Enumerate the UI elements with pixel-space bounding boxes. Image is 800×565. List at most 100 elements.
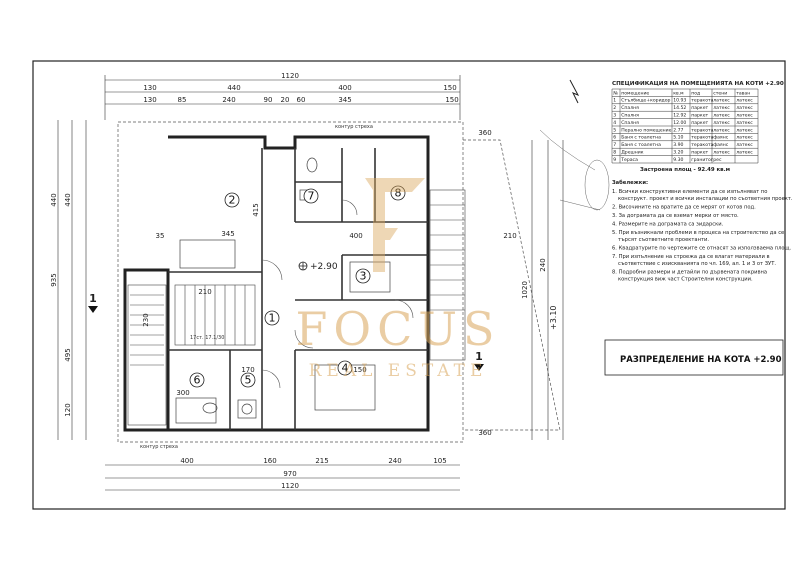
annotation-scribbles bbox=[539, 129, 610, 211]
watermark-text: FOCUS bbox=[295, 302, 500, 356]
spec-table-cell: латекс bbox=[736, 99, 753, 104]
spec-table-cell: 4 bbox=[613, 120, 616, 126]
spec-table-cell: гранитогрес bbox=[691, 158, 722, 163]
staircase bbox=[127, 284, 256, 426]
notes-heading: Забележки: bbox=[612, 179, 648, 186]
dim-right-4: 240 bbox=[539, 258, 547, 271]
spec-table-cell: 3.20 bbox=[673, 150, 683, 156]
svg-text:20: 20 bbox=[281, 96, 290, 104]
spec-table-cell: 3.90 bbox=[673, 142, 683, 148]
bed-furniture bbox=[179, 239, 391, 411]
spec-table-cell: латекс bbox=[713, 99, 730, 104]
door-swings bbox=[261, 199, 414, 389]
spec-table-cell: латекс bbox=[736, 136, 753, 141]
spec-table-cell: 1 bbox=[613, 98, 616, 104]
spec-table-caption: СПЕЦИФИКАЦИЯ НА ПОМЕЩЕНИЯТА НА КОТИ +2.9… bbox=[612, 81, 784, 87]
svg-text:170: 170 bbox=[241, 366, 254, 374]
dim-top-row2: 130 85 240 90 20 60 345 150 bbox=[143, 96, 458, 104]
svg-text:415: 415 bbox=[252, 203, 260, 216]
spec-table-cell: латекс bbox=[713, 128, 730, 133]
room-5-number: 5 bbox=[245, 374, 252, 387]
svg-text:400: 400 bbox=[349, 232, 362, 240]
watermark-logo bbox=[365, 178, 425, 272]
spec-table-header: таван bbox=[736, 91, 750, 96]
note-line: съответствие с изискванията по чл. 169, … bbox=[618, 261, 776, 267]
spec-table-cell: 14.52 bbox=[673, 105, 686, 111]
svg-text:130: 130 bbox=[143, 84, 156, 92]
spec-table-cell: 5 bbox=[613, 127, 616, 133]
room-6-circle bbox=[189, 372, 205, 388]
dim-bottom-outer: 1120 bbox=[281, 482, 299, 490]
note-line: 4. Размерите на дограмата са зидарски. bbox=[612, 222, 724, 228]
dim-right-2: 210 bbox=[503, 232, 516, 240]
notes-block: Забележки: 1. Всички конструктивни елеме… bbox=[612, 179, 793, 283]
note-line: 7. При изпълнение на строежа да се влага… bbox=[612, 254, 770, 260]
svg-text:345: 345 bbox=[338, 96, 351, 104]
room-8-number: 8 bbox=[395, 187, 402, 200]
dim-bottom-row1: 400 160 215 240 105 bbox=[180, 457, 446, 465]
room-labels bbox=[189, 185, 406, 388]
spec-table-cell: Стълбище+коридор bbox=[621, 98, 670, 104]
room-1-number: 1 bbox=[269, 312, 276, 325]
spec-table-cell: латекс bbox=[736, 114, 753, 119]
dim-top-outer: 1120 bbox=[281, 72, 299, 80]
svg-text:240: 240 bbox=[388, 457, 401, 465]
svg-text:35: 35 bbox=[156, 232, 165, 240]
note-line: конструкт. проект и всички инсталации по… bbox=[618, 196, 793, 202]
spec-table-cell: 10.93 bbox=[673, 98, 686, 104]
dim-left-2: 440 bbox=[64, 193, 72, 206]
svg-text:230: 230 bbox=[142, 313, 150, 326]
spec-table-cell: Дрешник bbox=[621, 150, 644, 156]
spec-table-cell: 9 bbox=[613, 157, 616, 163]
title-block: РАЗПРЕДЕЛЕНИЕ НА КОТА +2.90 bbox=[604, 339, 784, 376]
spec-table-cell: Баня с тоалетна bbox=[621, 142, 661, 148]
dim-left-1: 440 bbox=[50, 193, 58, 206]
room-3-circle bbox=[355, 268, 371, 284]
room-7-circle bbox=[303, 188, 319, 204]
spec-table-cell: латекс bbox=[736, 151, 753, 156]
spec-table-cell: паркет bbox=[691, 114, 708, 119]
spec-table-cell: фаянс bbox=[713, 135, 729, 141]
spec-table-cell: паркет bbox=[691, 151, 708, 156]
spec-table-cell: латекс bbox=[736, 143, 753, 148]
spec-table-cell: 3 bbox=[613, 113, 616, 119]
interior-walls bbox=[168, 148, 428, 430]
level-mark: +2.90 bbox=[310, 262, 338, 272]
room-4-number: 4 bbox=[342, 362, 349, 375]
spec-table-cell: латекс bbox=[736, 121, 753, 126]
svg-text:300: 300 bbox=[176, 389, 189, 397]
svg-text:345: 345 bbox=[221, 230, 234, 238]
spec-table-cell: 5.10 bbox=[673, 135, 683, 141]
section-label-right: 1 bbox=[475, 350, 483, 363]
eave-label-bottom: контур стреха bbox=[140, 444, 178, 450]
spec-table-cell: латекс bbox=[713, 106, 730, 111]
dim-bottom-mid: 970 bbox=[283, 470, 296, 478]
dim-left-4: 495 bbox=[64, 348, 72, 361]
spec-table-cell: теракота bbox=[691, 99, 713, 104]
svg-text:440: 440 bbox=[227, 84, 240, 92]
spec-table-header: № bbox=[613, 90, 618, 96]
room-7-number: 7 bbox=[308, 190, 315, 203]
svg-text:150: 150 bbox=[353, 366, 366, 374]
svg-text:400: 400 bbox=[180, 457, 193, 465]
terrace-steps bbox=[429, 189, 466, 361]
left-dimensions bbox=[57, 120, 87, 440]
spec-table-cell: латекс bbox=[713, 114, 730, 119]
spec-table-total: Застроена площ - 92.49 кв.м bbox=[640, 167, 730, 173]
svg-text:400: 400 bbox=[338, 84, 351, 92]
spec-table-cell: Перално помещение bbox=[621, 127, 671, 133]
dim-right-1: 360 bbox=[478, 129, 491, 137]
room-2-circle bbox=[224, 192, 240, 208]
sheet-frame bbox=[32, 60, 786, 510]
note-line: 5. При възникнали проблеми в процеса на … bbox=[612, 230, 784, 236]
spec-table-cell: 2 bbox=[613, 105, 616, 111]
level-mark-right: +3.10 bbox=[549, 305, 558, 330]
dim-left-5: 120 bbox=[64, 403, 72, 416]
spec-table-cell: теракота bbox=[691, 143, 713, 148]
room-6-number: 6 bbox=[194, 374, 201, 387]
spec-table-cell: 6 bbox=[613, 135, 616, 141]
spec-table-cell: 12.00 bbox=[673, 120, 686, 126]
room-5-circle bbox=[240, 372, 256, 388]
svg-text:210: 210 bbox=[198, 288, 211, 296]
room-1-circle bbox=[264, 310, 280, 326]
